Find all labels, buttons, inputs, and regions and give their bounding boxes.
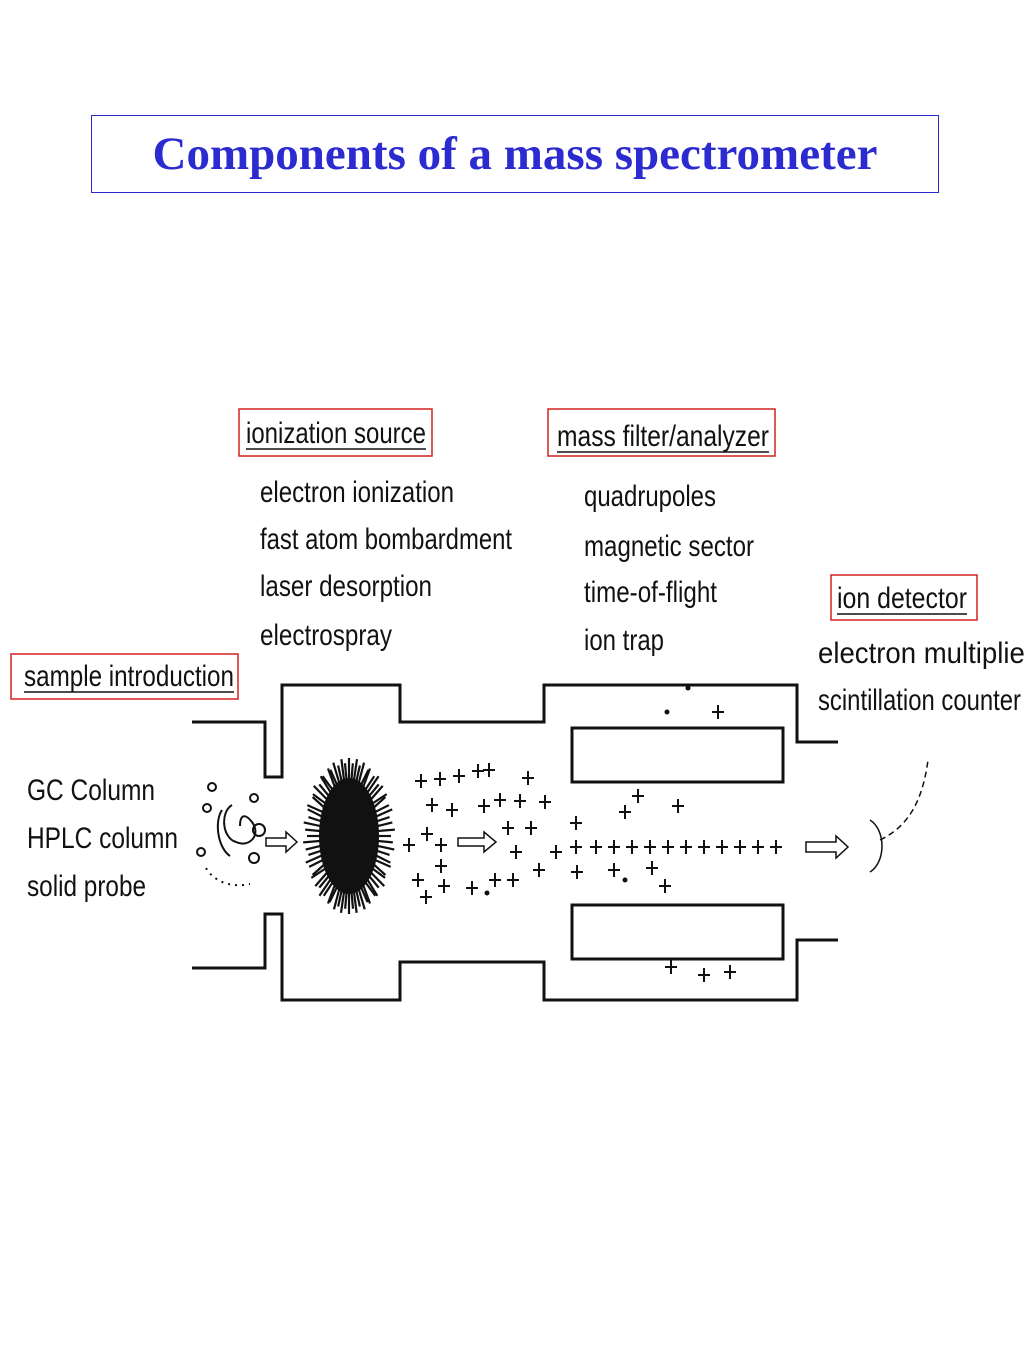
ionization-source-heading: ionization source: [246, 417, 426, 450]
ionization-item-1: electron ionization: [260, 476, 454, 509]
ionization-burst: [303, 758, 395, 914]
ion-detector-heading: ion detector: [837, 582, 967, 615]
ionization-item-4: electrospray: [260, 619, 392, 652]
mass-filter-heading: mass filter/analyzer: [557, 420, 769, 453]
mass-filter-item-2: magnetic sector: [584, 530, 754, 563]
sample-item-2: HPLC column: [27, 822, 178, 855]
housing-top-outline: [192, 683, 838, 779]
page-title: Components of a mass spectrometer: [152, 128, 878, 180]
ionization-source-label-box: [238, 408, 433, 457]
ionization-item-3: laser desorption: [260, 570, 432, 603]
quadrupole-rod-bottom: [570, 903, 785, 961]
ion-detector-item-2: scintillation counter: [818, 684, 1021, 717]
mass-filter-item-1: quadrupoles: [584, 480, 716, 513]
mass-filter-item-4: ion trap: [584, 624, 664, 657]
flow-arrows: [265, 830, 850, 860]
ionization-item-2: fast atom bombardment: [260, 523, 513, 556]
sample-introduction-label-box: [10, 653, 239, 700]
quadrupole-rod-top: [570, 726, 785, 784]
detector-symbol: [869, 759, 929, 873]
mass-filter-item-3: time-of-flight: [584, 576, 718, 609]
title-box: Components of a mass spectrometer: [91, 115, 939, 193]
ion-detector-item-1: electron multiplier: [818, 637, 1024, 670]
sample-item-3: solid probe: [27, 870, 146, 903]
housing-bottom-outline: [192, 912, 838, 1002]
mass-filter-label-box: [547, 408, 776, 457]
sample-item-1: GC Column: [27, 774, 155, 807]
sample-droplets: [196, 782, 266, 887]
ions: [403, 685, 782, 982]
sample-introduction-heading: sample introduction: [24, 660, 234, 693]
ion-detector-label-box: [830, 574, 978, 621]
